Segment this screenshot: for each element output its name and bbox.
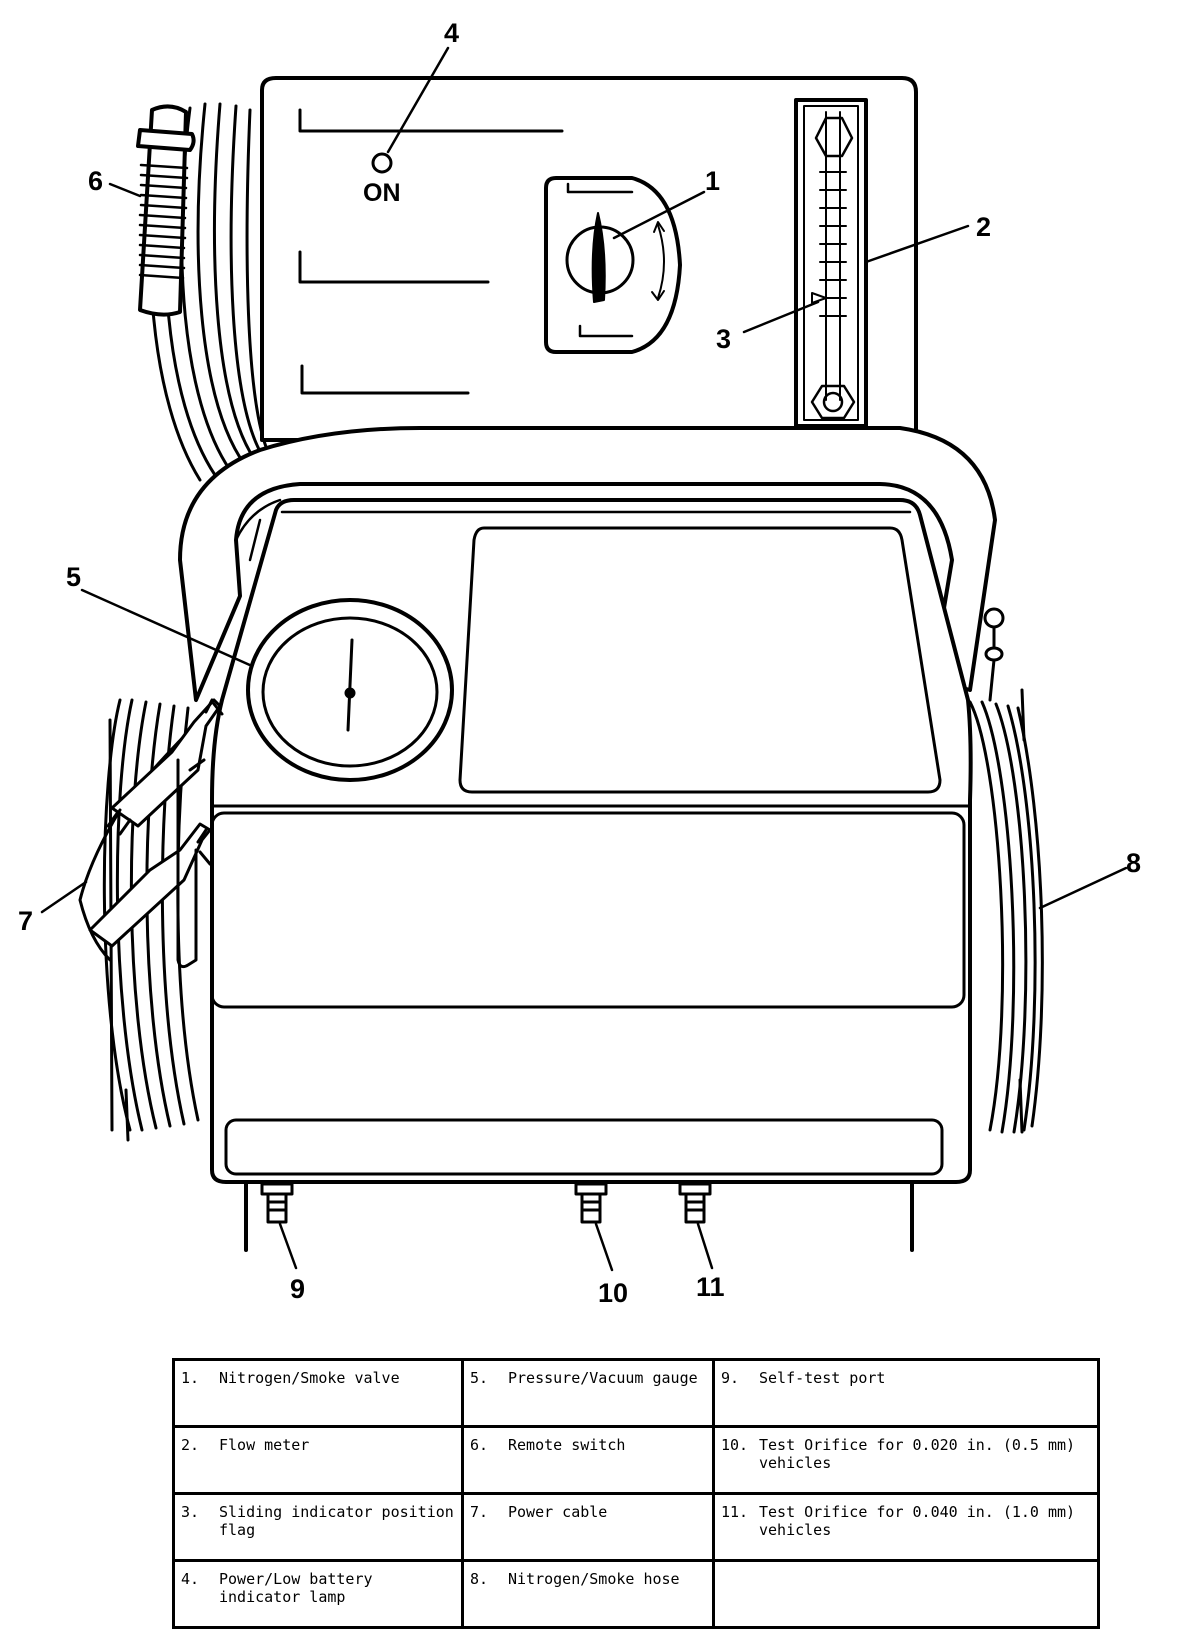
right-hose-coil	[968, 688, 1044, 1134]
test-orifice-040	[678, 1182, 712, 1224]
callout-10: 10	[598, 1278, 628, 1308]
flow-meter	[794, 98, 868, 428]
callout-9: 9	[290, 1274, 305, 1304]
legend-row: 1. Nitrogen/Smoke valve 5. Pressure/Vacuum…	[172, 1358, 1100, 1428]
legend-num: 2.	[181, 1436, 200, 1454]
legend-row: 4. Power/Low battery indicator lamp 8. Nit…	[172, 1559, 1100, 1629]
legend-label: Flow meter	[219, 1436, 310, 1454]
legend-label: Nitrogen/Smoke valve	[219, 1369, 400, 1387]
nitrogen-smoke-valve	[544, 176, 682, 354]
legend-row: 2. Flow meter 6. Remote switch 10. Test Ori…	[172, 1425, 1100, 1495]
pressure-vacuum-gauge	[246, 598, 454, 782]
test-orifice-020	[574, 1182, 608, 1224]
legend-label: Pressure/Vacuum gauge	[508, 1369, 698, 1387]
legend-num: 11.	[721, 1503, 749, 1521]
legend-label: Test Orifice for 0.020 in. (0.5 mm) vehi…	[759, 1436, 1076, 1472]
legend-num: 10.	[721, 1436, 749, 1454]
top-label-panel	[458, 526, 942, 794]
callout-4: 4	[444, 18, 459, 48]
legend-num: 9.	[721, 1369, 740, 1387]
callout-3: 3	[716, 324, 731, 354]
legend-num: 5.	[470, 1369, 489, 1387]
legend-num: 3.	[181, 1503, 200, 1521]
indicator-lamp	[371, 152, 393, 174]
self-test-port	[260, 1182, 294, 1224]
legend-label: Power/Low battery indicator lamp	[219, 1570, 373, 1606]
legend-label: Test Orifice for 0.040 in. (1.0 mm) vehi…	[759, 1503, 1076, 1539]
sliding-indicator-flag	[811, 292, 827, 304]
power-cable-clamps	[78, 698, 224, 969]
on-label: ON	[363, 179, 401, 207]
remote-switch	[136, 104, 196, 317]
legend-num: 6.	[470, 1436, 489, 1454]
bottom-label-panel	[224, 1118, 944, 1176]
callout-8: 8	[1126, 848, 1141, 878]
callout-7: 7	[18, 906, 33, 936]
callout-5: 5	[66, 562, 81, 592]
hose-tip	[983, 607, 1005, 702]
callout-1: 1	[705, 166, 720, 196]
callout-2: 2	[976, 212, 991, 242]
smoke-tester-illustration: ON	[18, 18, 1141, 1308]
legend-table: 1. Nitrogen/Smoke valve 5. Pressure/Vacuum…	[172, 1358, 1100, 1629]
legend-label: Self-test port	[759, 1369, 886, 1387]
callout-numbers: 1 2 3 4 5 6 7 8 9 10 11	[18, 18, 1141, 1308]
legend-num: 8.	[470, 1570, 489, 1588]
callout-11: 11	[696, 1272, 725, 1302]
panel-label-lines	[298, 108, 564, 395]
legend-label: Remote switch	[508, 1436, 626, 1454]
legend-num: 7.	[470, 1503, 489, 1521]
legend-num: 1.	[181, 1369, 200, 1387]
legend-label: Nitrogen/Smoke hose	[508, 1570, 680, 1588]
carrying-handle	[178, 426, 997, 702]
legend-label: Power cable	[508, 1503, 608, 1521]
legend-label: Sliding indicator position flag	[219, 1503, 454, 1539]
leader-lines	[40, 46, 1128, 1272]
front-label-panel	[210, 811, 966, 1009]
callout-6: 6	[88, 166, 103, 196]
legend-row: 3. Sliding indicator position flag 7. Powe…	[172, 1492, 1100, 1562]
legend-num: 4.	[181, 1570, 200, 1588]
